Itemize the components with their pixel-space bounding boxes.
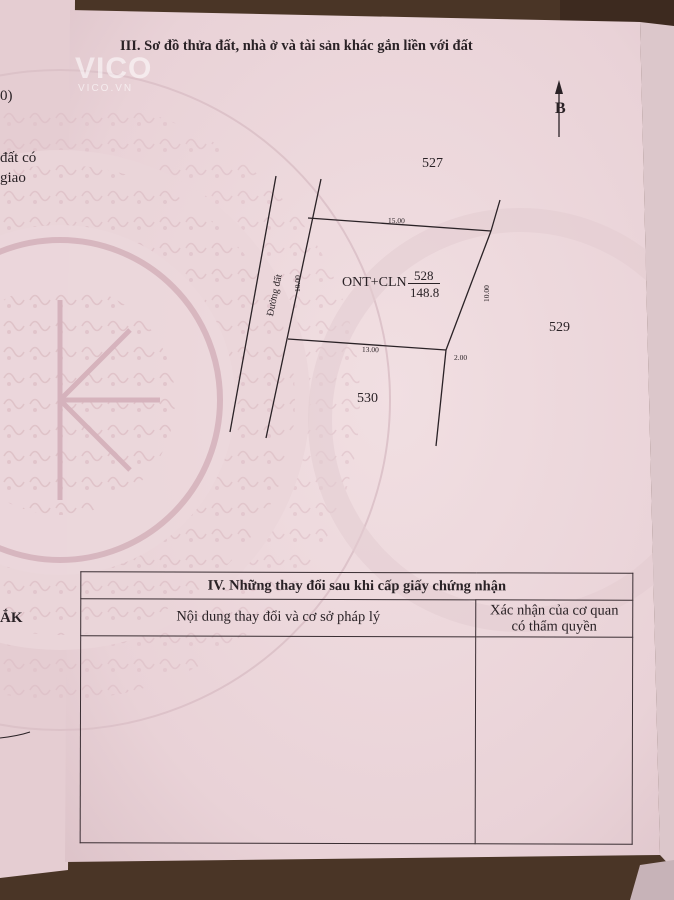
north-arrow-head	[555, 80, 563, 94]
column-header-changes: Nội dung thay đổi và cơ sở pháp lý	[80, 598, 476, 637]
neighbor-parcel-south: 530	[357, 391, 378, 406]
neighbor-parcel-east: 529	[549, 320, 570, 335]
dimension-bottom: 13.00	[361, 344, 380, 355]
dimension-right: 10.00	[482, 285, 491, 302]
drum-motif	[0, 69, 674, 731]
left-page-fragment: ẮK	[0, 610, 23, 626]
parcel-bottom-edge	[287, 338, 447, 351]
parcel-right-edge	[445, 230, 492, 351]
parcel-area: 148.8	[410, 285, 440, 300]
section4-title: IV. Những thay đổi sau khi cấp giấy chứn…	[80, 571, 633, 601]
road-edge-west	[229, 175, 277, 433]
confirmation-cell	[475, 636, 633, 845]
parcel-north-extension	[490, 199, 501, 232]
left-page-fragment: 0)	[0, 88, 13, 104]
plot-diagram	[229, 80, 563, 447]
parcel-top-edge	[307, 217, 492, 232]
changes-table: IV. Những thay đổi sau khi cấp giấy chứn…	[79, 571, 634, 845]
column-header-confirmation: Xác nhận của cơ quan có thẩm quyền	[475, 599, 633, 638]
column-header-confirmation-line2: có thẩm quyền	[511, 618, 597, 635]
section3-title: III. Sơ đồ thửa đất, nhà ở và tài sản kh…	[120, 38, 473, 54]
land-use-code: ONT+CLN	[342, 275, 407, 290]
road-edge-east	[265, 178, 322, 439]
dimension-left: 10.00	[293, 275, 302, 292]
neighbor-parcel-north: 527	[422, 156, 443, 171]
watermark-logo: VICO	[75, 52, 153, 85]
left-page-fragment: giao	[0, 170, 26, 186]
dimension-top: 15.00	[387, 215, 406, 226]
fraction-line	[408, 283, 440, 284]
left-page-fragment: đất có	[0, 150, 37, 166]
parcel-number: 528	[414, 268, 434, 283]
watermark-site: VICO.VN	[78, 83, 134, 94]
changes-content-cell	[80, 635, 476, 844]
north-label: B	[555, 100, 566, 117]
parcel-south-extension	[435, 349, 447, 447]
column-header-confirmation-line1: Xác nhận của cơ quan	[490, 602, 619, 619]
dimension-bottom-corner: 2.00	[454, 353, 468, 362]
